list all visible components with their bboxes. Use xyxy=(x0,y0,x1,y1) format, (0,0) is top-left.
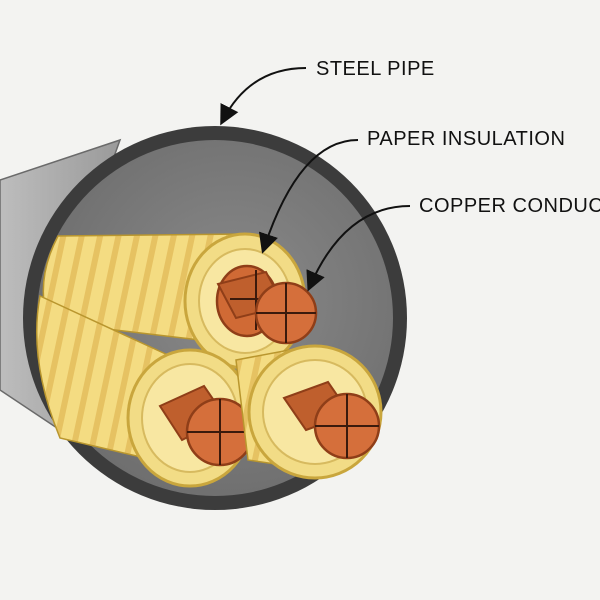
paper-insulation-arrow xyxy=(258,139,359,254)
steel-pipe-arrow xyxy=(220,67,307,126)
copper-conductor-arrow xyxy=(306,205,411,292)
copper-conductor-label: COPPER CONDUC xyxy=(419,195,600,217)
lower-left-core xyxy=(36,294,255,488)
paper-insulation-label: PAPER INSULATION xyxy=(367,128,566,150)
upper-core xyxy=(42,232,318,370)
steel-pipe-label: STEEL PIPE xyxy=(316,58,435,80)
lower-right-core xyxy=(235,344,383,480)
